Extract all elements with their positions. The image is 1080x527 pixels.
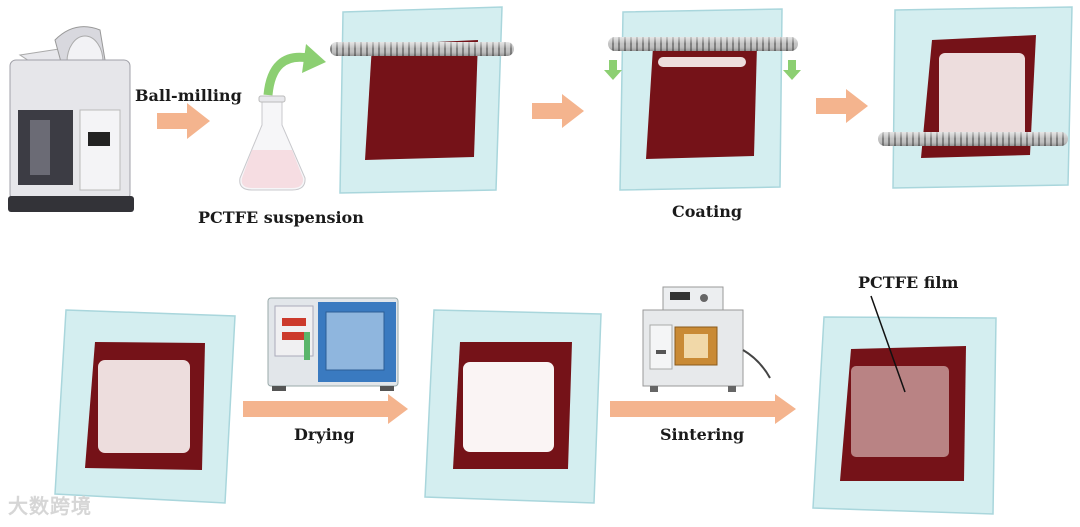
arrow-step-3 — [816, 89, 868, 123]
film-pointer-line — [870, 295, 906, 393]
panel-dried — [424, 309, 602, 504]
label-ball-milling: Ball-milling — [135, 86, 242, 105]
flask-icon — [239, 95, 306, 191]
arrow-step-2 — [532, 94, 584, 128]
arrow-ball-milling — [157, 103, 210, 139]
panel-final-film — [812, 295, 997, 515]
arrow-sintering — [610, 394, 796, 424]
arrow-drying — [243, 394, 408, 424]
label-pctfe-suspension: PCTFE suspension — [198, 208, 364, 227]
panel-fabric-rod — [330, 6, 514, 194]
panel-coating — [604, 8, 801, 191]
down-arrow-left-icon — [604, 60, 622, 80]
label-drying: Drying — [294, 425, 355, 444]
panel-coated-rod — [878, 6, 1073, 189]
watermark-logo: 大数跨境 — [8, 494, 92, 518]
down-arrow-right-icon — [783, 60, 801, 80]
label-sintering: Sintering — [660, 425, 745, 444]
ball-mill-icon — [8, 26, 134, 212]
panel-pre-drying — [54, 309, 236, 504]
drying-oven-icon — [267, 297, 399, 391]
curved-arrow-icon — [263, 52, 309, 96]
muffle-furnace-icon — [642, 286, 771, 392]
curved-arrow-head — [302, 44, 326, 73]
label-coating: Coating — [672, 202, 743, 221]
label-pctfe-film: PCTFE film — [858, 273, 959, 292]
